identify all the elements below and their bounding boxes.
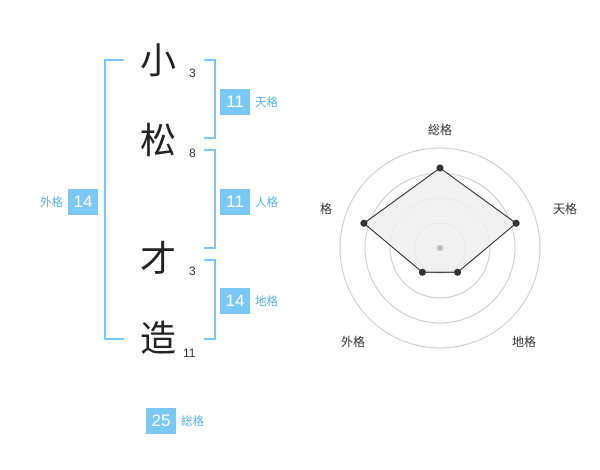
stroke-count-3: 3 (189, 264, 196, 278)
tenkaku-bracket (204, 59, 216, 139)
stroke-count-2: 8 (189, 146, 196, 160)
chikaku-bracket (204, 259, 216, 340)
gaikaku-bracket (104, 59, 124, 340)
name-char-2: 松 (139, 121, 176, 162)
radar-area (363, 167, 517, 273)
name-char-1: 小 (139, 41, 176, 82)
name-char-3: 才 (139, 239, 176, 280)
jinkaku-value: 11 (220, 189, 250, 215)
gaikaku-label: 外格 (40, 195, 63, 209)
name-char-4: 造 (139, 319, 176, 360)
radar-point-2 (454, 268, 462, 276)
jinkaku-badge: 11 人格 (220, 189, 283, 215)
tenkaku-badge: 11 天格 (220, 89, 283, 115)
soukaku-badge: 25 総格 (146, 408, 209, 434)
radar-point-3 (418, 268, 426, 276)
gaikaku-value: 14 (68, 189, 98, 215)
jinkaku-label: 人格 (255, 195, 278, 209)
soukaku-value: 25 (146, 408, 176, 434)
stroke-count-1: 3 (189, 66, 196, 80)
radar-point-1 (512, 219, 520, 227)
tenkaku-value: 11 (220, 89, 250, 115)
axis-label-chikaku: 地格 (512, 334, 536, 349)
radar-point-4 (360, 219, 368, 227)
axis-label-soukaku: 総格 (428, 122, 452, 137)
axis-label-tenkaku: 天格 (553, 201, 577, 216)
radar-chart: 総格 天格 地格 外格 人格 (320, 122, 577, 349)
radar-ring-4 (339, 147, 541, 349)
stroke-count-4: 11 (183, 346, 196, 360)
axis-label-jinkaku: 人格 (320, 201, 332, 216)
tenkaku-label: 天格 (255, 95, 278, 109)
soukaku-label: 総格 (181, 414, 204, 428)
chikaku-label: 地格 (255, 294, 278, 308)
gaikaku-badge: 外格 14 (35, 189, 98, 215)
chikaku-badge: 14 地格 (220, 288, 283, 314)
radar-point-0 (436, 164, 444, 172)
axis-label-gaikaku: 外格 (341, 334, 365, 349)
chikaku-value: 14 (220, 288, 250, 314)
radar-center-dot (437, 245, 443, 251)
jinkaku-bracket (204, 149, 216, 249)
